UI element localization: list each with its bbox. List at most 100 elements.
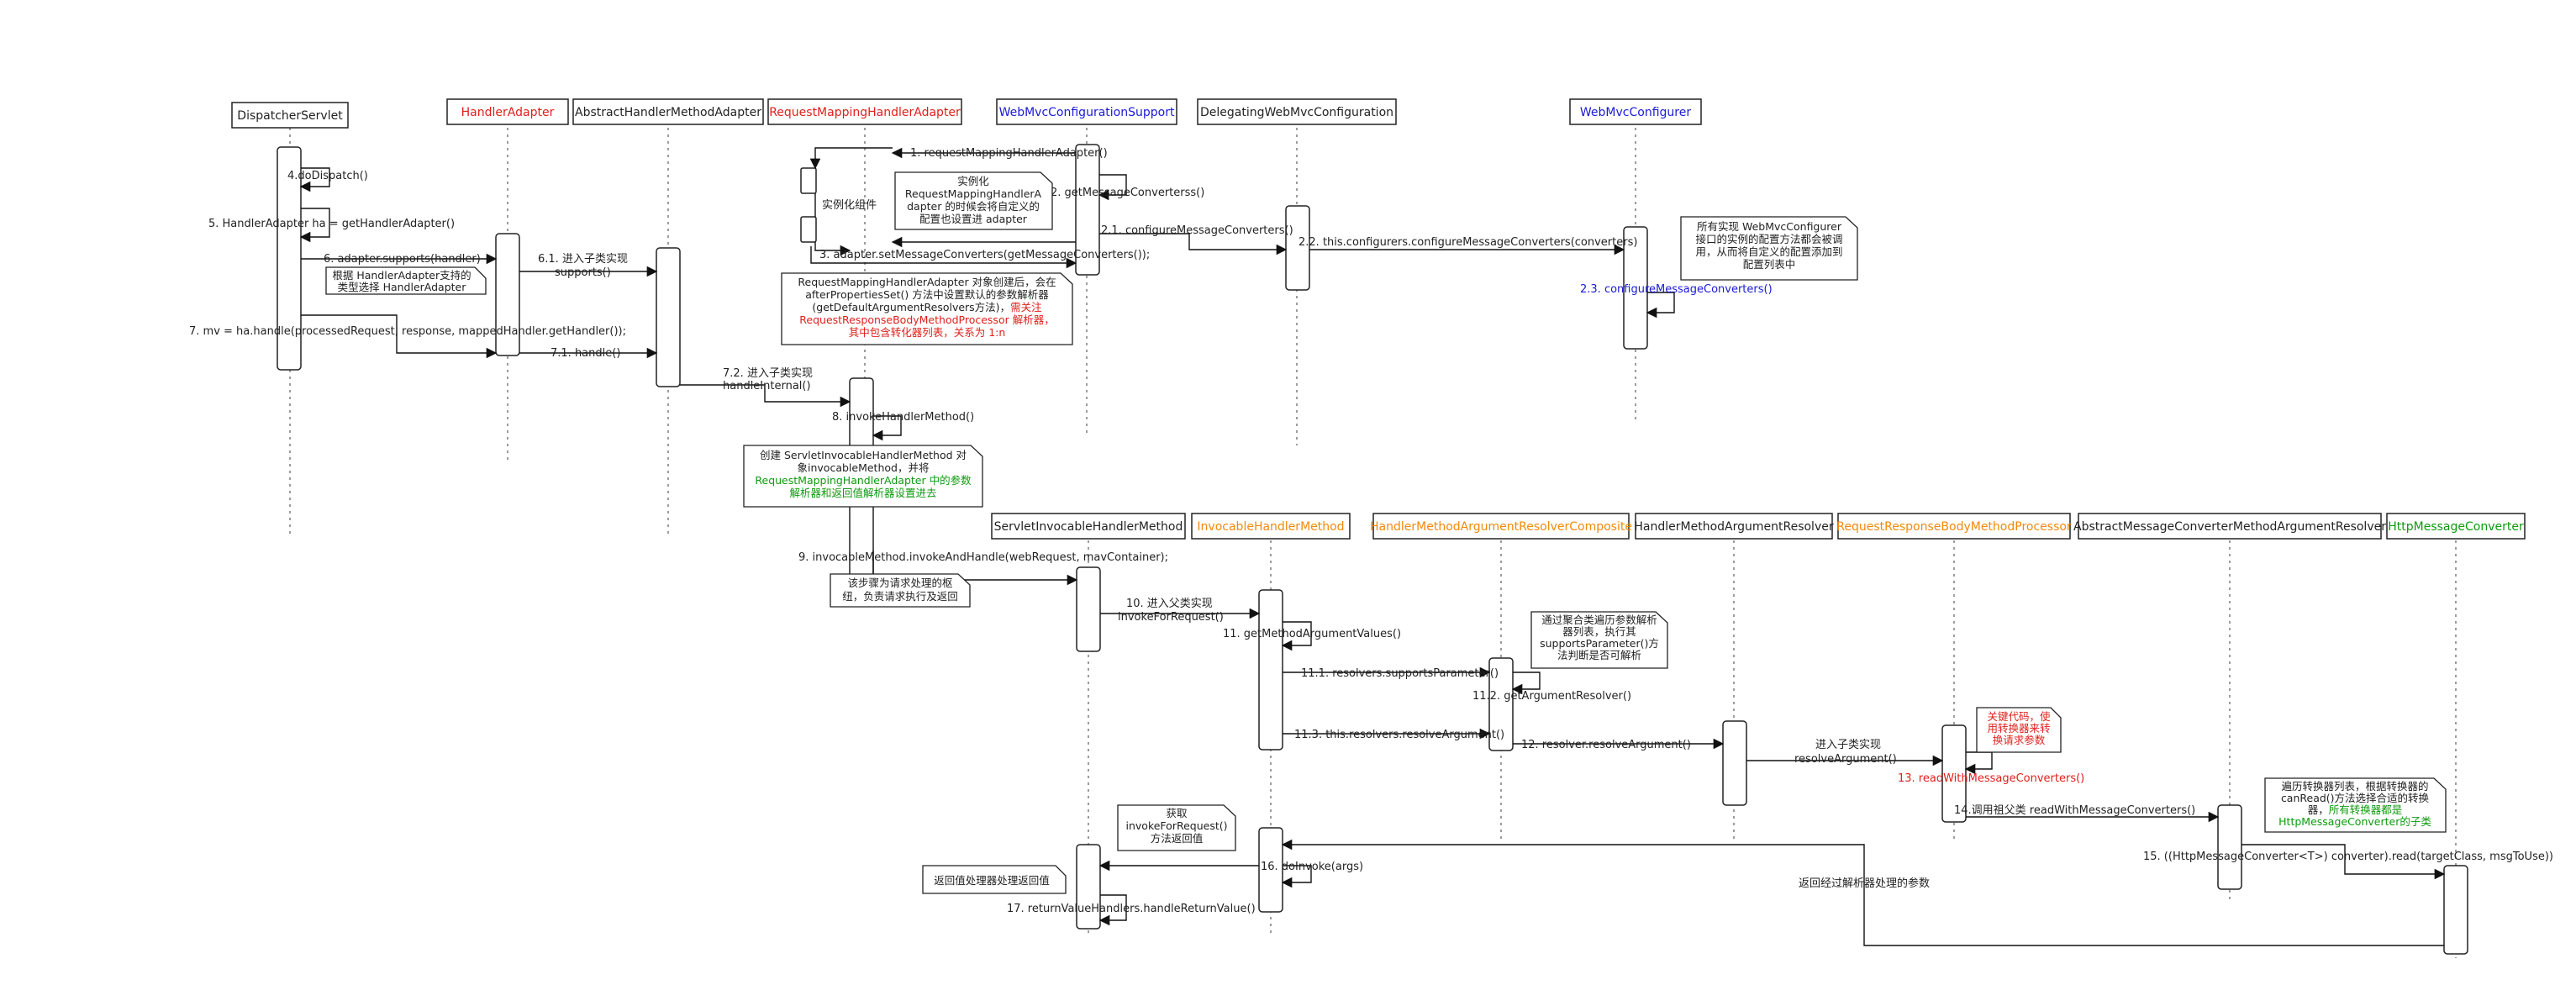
participant-box-http-message-converter [2386, 513, 2526, 540]
message-2-3-label: 2.3. configureMessageConverters() [1580, 283, 1773, 296]
message-4-arrow [299, 167, 330, 192]
note-convert-line-2: canRead()方法选择合适的转换 [2281, 792, 2430, 804]
message-3-label: 3. adapter.setMessageConverters(getMessa… [819, 249, 1150, 261]
message-4-label: 4.doDispatch() [287, 170, 368, 182]
message-11-2-label: 11.2. getArgumentResolver() [1472, 690, 1631, 703]
participants: DispatcherServlet HandlerAdapter Abstrac… [231, 98, 2526, 540]
message-7-2-label-b: handleInternal() [723, 380, 811, 392]
note-get-line-2: invokeForRequest() [1126, 819, 1228, 832]
note-composite-line-2: 器列表，执行其 [1562, 625, 1636, 638]
note-core-box [830, 573, 971, 608]
participant-box-servlet-invocable-handler-method [991, 513, 1186, 540]
participant-box-request-mapping-handler-adapter [767, 98, 962, 125]
note-configurer-line-4: 配置列表中 [1743, 258, 1796, 271]
note-key-line-2: 用转换器来转 [1987, 722, 2050, 735]
note-create-line-1: 创建 ServletInvocableHandlerMethod 对 [760, 449, 967, 461]
message-16-label: 16. doInvoke(args) [1261, 861, 1363, 873]
message-2-label: 2. getMessageConverterss() [1051, 187, 1204, 199]
activation-servlet-invocable [1076, 566, 1101, 652]
participant-label-webmvc-configurer: WebMvcConfigurer [1580, 106, 1691, 119]
participant-box-request-response-body-processor [1837, 513, 2071, 540]
participant-box-invocable-handler-method [1191, 513, 1351, 540]
note-composite-box [1530, 611, 1668, 669]
participant-label-abstract-message-converter-resolver: AbstractMessageConverterMethodArgumentRe… [2073, 520, 2386, 534]
message-8-label: 8. invokeHandlerMethod() [832, 411, 974, 424]
message-15-arrow [2241, 844, 2446, 880]
message-11-3-label: 11.3. this.resolvers.resolveArgument() [1294, 729, 1504, 741]
participant-box-dispatcher-servlet [231, 102, 349, 129]
message-11-1-label: 11.1. resolvers.supportsParameter() [1301, 667, 1499, 680]
participant-label-handler-method-argument-resolver: HandlerMethodArgumentResolver [1634, 520, 1833, 534]
note-support-box [325, 266, 487, 295]
message-15-return-arrow [1281, 839, 2444, 946]
activation-webmvc-configurer [1623, 226, 1648, 350]
participant-label-handler-adapter: HandlerAdapter [461, 106, 555, 119]
note-after-properties-line-3: (getDefaultArgumentResolvers方法)，需关注 [812, 301, 1042, 313]
message-7-2-arrow [680, 384, 851, 408]
note-configurer-box [1680, 216, 1858, 281]
participant-label-dispatcher-servlet: DispatcherServlet [237, 109, 343, 123]
note-instance-line-4: 配置也设置进 adapter [919, 213, 1028, 225]
participant-box-resolver-composite [1372, 513, 1630, 540]
message-15-label: 15. ((HttpMessageConverter<T>) converter… [2143, 851, 2553, 863]
activation-bars [277, 144, 2468, 955]
message-6-1-label-a: 6.1. 进入子类实现 [538, 253, 628, 266]
message-5-arrow [299, 208, 330, 243]
message-11-label: 11. getMethodArgumentValues() [1223, 628, 1401, 640]
note-return-box [922, 865, 1067, 894]
message-2-1-arrow [1099, 233, 1288, 255]
message-9-label: 9. invocableMethod.invokeAndHandle(webRe… [798, 551, 1168, 564]
note-create-line-4: 解析器和返回值解析器设置进去 [789, 487, 936, 499]
message-7-1-label: 7.1. handle() [550, 347, 620, 360]
activation-init-small-2 [800, 216, 817, 243]
message-11-2-arrow [1511, 672, 1541, 695]
message-2-2-label: 2.2. this.configurers.configureMessageCo… [1299, 236, 1637, 249]
notes: 根据 HandlerAdapter支持的 类型选择 HandlerAdapter… [325, 171, 2447, 894]
message-13-label: 13. readWithMessageConverters() [1898, 772, 2084, 785]
activation-init-small-1 [800, 167, 817, 194]
message-7-arrow [301, 314, 498, 359]
note-instance-line-1: 实例化 [957, 175, 989, 187]
activation-invocable [1258, 589, 1283, 751]
activation-resolver-composite [1488, 657, 1514, 751]
participant-box-handler-adapter [446, 98, 569, 125]
note-create-line-2: 象invocableMethod，并将 [798, 461, 930, 474]
message-15-return-label: 返回经过解析器处理的参数 [1799, 877, 1930, 890]
note-get-box [1117, 804, 1236, 851]
message-11-arrow [1281, 621, 1312, 651]
message-8-arrow [872, 415, 902, 441]
note-support-line-1: 根据 HandlerAdapter支持的 [332, 269, 471, 282]
note-configurer-line-2: 接口的实例的配置方法都会被调 [1695, 233, 1842, 245]
participant-box-delegating-webmvc-configuration [1197, 98, 1397, 125]
message-13-arrow [1964, 751, 1993, 775]
note-convert-line-1: 遍历转换器列表，根据转换器的 [2281, 780, 2428, 793]
note-support-line-2: 类型选择 HandlerAdapter [338, 281, 467, 293]
message-2-arrow [1098, 174, 1127, 201]
note-configurer-line-1: 所有实现 WebMvcConfigurer [1697, 220, 1842, 233]
participant-box-abstract-message-converter-resolver [2078, 513, 2382, 540]
note-instance-line-3: dapter 的时候会将自定义的 [907, 200, 1040, 213]
activation-handler-adapter [495, 233, 520, 356]
participant-box-webmvc-configuration-support [996, 98, 1177, 125]
init-label: 实例化组件 [822, 199, 877, 212]
note-instance-line-2: RequestMappingHandlerA [905, 187, 1042, 200]
activation-config-support [1075, 144, 1100, 276]
message-6-1-label-b: supports() [555, 266, 611, 279]
participant-label-webmvc-configuration-support: WebMvcConfigurationSupport [999, 106, 1175, 119]
note-core-line-1: 该步骤为请求处理的枢 [847, 577, 952, 589]
message-10-label-a: 10. 进入父类实现 [1126, 598, 1213, 610]
note-return-line-1: 返回值处理器处理返回值 [934, 874, 1050, 887]
activation-abstract-converter-resolver [2217, 804, 2242, 890]
participant-label-invocable-handler-method: InvocableHandlerMethod [1197, 520, 1344, 534]
activation-handler-method-resolver [1722, 720, 1747, 806]
message-2-3-arrow [1646, 292, 1675, 319]
activation-http-converter [2443, 865, 2468, 955]
message-12-label: 12. resolver.resolveArgument() [1521, 739, 1691, 751]
message-1-label: 1. requestMappingHandlerAdapter() [910, 147, 1108, 160]
participant-box-abstract-handler-method-adapter [572, 98, 764, 125]
activation-abstract-adapter [656, 247, 681, 387]
message-7-2-label-a: 7.2. 进入子类实现 [723, 367, 813, 380]
note-configurer-line-3: 用，从而将自定义的配置添加到 [1695, 245, 1842, 258]
